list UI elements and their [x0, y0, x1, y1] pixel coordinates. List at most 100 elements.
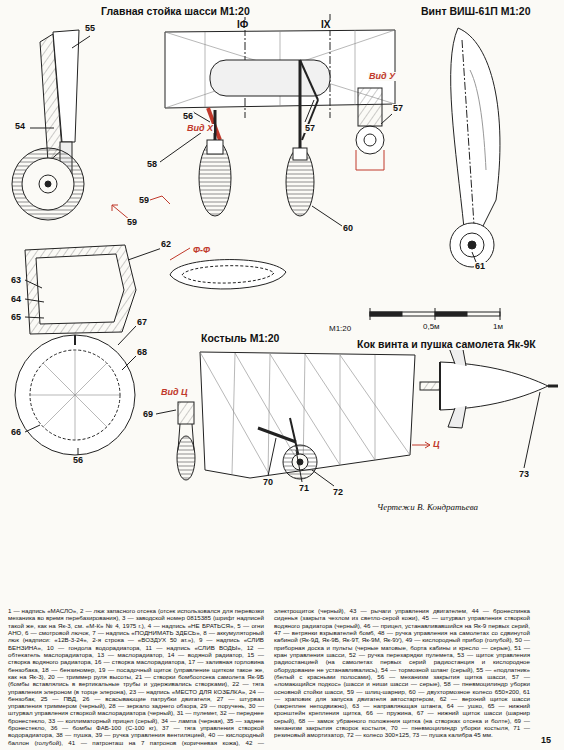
main-gear-side-stroke [22, 158, 74, 210]
credit-note: Чертежи В. Кондратьева [376, 503, 479, 512]
scale-label: 0,5м [422, 323, 441, 331]
section-ff [170, 248, 286, 289]
gear-front-views-stroke [160, 130, 205, 162]
gear-doors-stroke [118, 326, 136, 345]
section-heading: Кок винта и пушка самолета Як-9К [356, 339, 537, 350]
gear-doors-stroke [25, 317, 44, 318]
view-label: Вид Х [186, 124, 214, 133]
wing-gear-bay-stroke [210, 60, 330, 96]
scale-label: М1:20 [328, 325, 352, 333]
tail-fuselage-stroke [200, 352, 415, 478]
wing-gear-bay-stroke [193, 112, 210, 122]
callout-number: 56 [182, 112, 194, 121]
callout-number: 72 [332, 488, 344, 497]
gear-front-views-stroke [150, 196, 170, 204]
callout-number: 64 [10, 295, 22, 304]
propeller-stroke [450, 223, 494, 267]
section-mark: IФ [236, 20, 249, 30]
main-gear-side-stroke [30, 128, 54, 129]
propeller [450, 28, 500, 267]
view-label: Вид Ц [160, 388, 189, 397]
callout-number: 65 [10, 313, 22, 322]
main-gear-side [12, 30, 130, 220]
callout-number: 15 [540, 736, 552, 745]
spinner-cannon-stroke [448, 406, 466, 428]
spinner-cannon [420, 344, 558, 468]
scale-bar-stroke [370, 308, 371, 320]
scale-bar-stroke [435, 312, 467, 316]
gear-front-views-stroke [286, 148, 314, 216]
gear-front-views-stroke [300, 60, 318, 100]
scale-bar-stroke [435, 308, 436, 320]
propeller-stroke [462, 40, 474, 225]
section-mark: IX [320, 20, 331, 30]
gear-doors-stroke [25, 245, 136, 334]
callout-number: 59 [126, 218, 138, 227]
spinner-cannon-stroke [420, 382, 440, 390]
callout-number: 66 [10, 428, 22, 437]
spinner-cannon-stroke [524, 392, 540, 468]
propeller-stroke [468, 241, 476, 249]
gear-doors-stroke [25, 280, 42, 288]
tailwheel-view-stroke [156, 410, 176, 414]
scale-bar [370, 308, 500, 320]
tailwheel-view-stroke [178, 402, 194, 424]
main-gear-side-stroke [39, 175, 57, 193]
gear-doors-stroke [15, 335, 135, 455]
propeller-stroke [460, 233, 484, 257]
callout-number: 59 [138, 196, 150, 205]
scale-bar-stroke [500, 308, 501, 320]
gear-front-views-stroke [356, 126, 384, 154]
callout-number: 60 [342, 224, 354, 233]
tail-fuselage-stroke [258, 428, 296, 442]
gear-doors-stroke [122, 356, 136, 370]
propeller-stroke [472, 252, 476, 262]
callout-number: 57 [392, 104, 404, 113]
gear-front-views-stroke [381, 114, 392, 124]
section-ff-stroke [170, 260, 286, 289]
callout-number: 63 [10, 276, 22, 285]
gear-front-views-stroke [293, 148, 307, 160]
view-label: Ф-Ф [192, 246, 211, 255]
callout-number: 57 [304, 124, 316, 133]
callout-number: 61 [474, 262, 486, 271]
view-label: Ц [432, 440, 441, 449]
gear-front-views-stroke [312, 206, 342, 226]
spinner-cannon-stroke [548, 385, 558, 388]
gear-doors-stroke [128, 248, 162, 260]
tail-fuselage-stroke [412, 442, 430, 448]
tail-fuselage-stroke [292, 454, 308, 470]
gear-doors [15, 245, 162, 455]
section-ff-stroke [170, 248, 190, 260]
gear-doors-stroke [78, 448, 79, 455]
tailwheel-view [156, 402, 195, 480]
view-label: Вид У [368, 72, 396, 81]
scale-bar-stroke [370, 312, 402, 316]
gear-front-views-stroke [305, 100, 314, 122]
propeller-stroke [470, 70, 486, 170]
scale-label: 1м [492, 323, 504, 331]
propeller-stroke [451, 28, 500, 228]
callout-number: 56 [72, 456, 84, 465]
section-heading: Винт ВИШ-61П М1:20 [420, 6, 532, 17]
tail-fuselage-stroke [268, 438, 276, 476]
gear-doors-stroke [30, 350, 120, 440]
section-heading: Костыль М1:20 [200, 333, 280, 344]
tail-fuselage [200, 352, 430, 486]
gear-front-views-stroke [199, 140, 231, 216]
callout-number: 55 [84, 24, 96, 33]
callout-number: 73 [518, 470, 530, 479]
section-heading: Главная стойка шасси М1:20 [100, 6, 251, 17]
tail-fuselage-stroke [312, 470, 334, 486]
gear-front-views-stroke [302, 100, 318, 140]
section-ff-stroke [182, 266, 274, 283]
callout-number: 68 [136, 348, 148, 357]
tail-fuselage-stroke [200, 352, 410, 476]
tail-fuselage-stroke [296, 450, 302, 482]
callout-number: 69 [142, 410, 154, 419]
gear-doors-stroke [36, 254, 124, 324]
spinner-cannon-stroke [440, 362, 548, 410]
callout-number: 70 [262, 478, 274, 487]
callout-number: 71 [298, 484, 310, 493]
tailwheel-view-stroke [177, 436, 195, 480]
